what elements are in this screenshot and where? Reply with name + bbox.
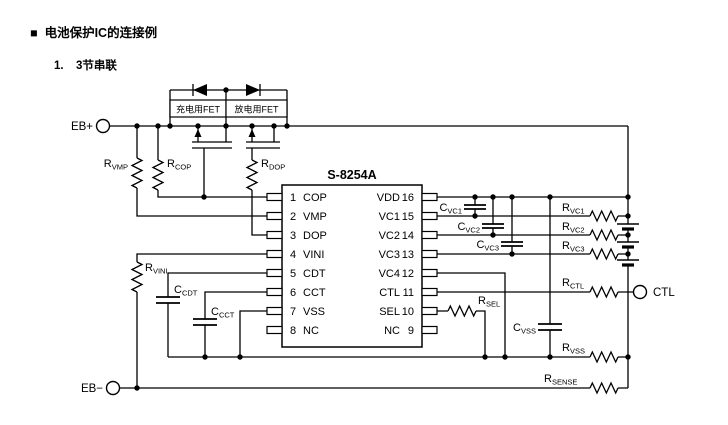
capacitors bbox=[156, 204, 562, 331]
capacitor-ccdt bbox=[156, 296, 180, 304]
eb-minus-terminal-icon bbox=[105, 380, 121, 396]
figure-title: ■电池保护IC的连接例 bbox=[30, 25, 157, 40]
ctl-terminal-label: CTL bbox=[653, 287, 675, 299]
capacitor-cvc2 bbox=[482, 223, 504, 229]
ic-name: S-8254A bbox=[327, 168, 376, 182]
resistor-rcop bbox=[152, 159, 164, 191]
wire-vss-pin bbox=[239, 310, 267, 357]
rvss-label: RVSS bbox=[562, 342, 585, 356]
ic-left-pin-stubs bbox=[266, 192, 283, 335]
body-diodes bbox=[192, 84, 261, 96]
rcop-label: RCOP bbox=[167, 158, 191, 172]
fet-label-boxes: 充电用FET 放电用FET bbox=[169, 99, 288, 118]
eb-plus-terminal: EB+ bbox=[71, 118, 111, 134]
diode-charge-icon bbox=[192, 84, 207, 96]
rvc1-label: RVC1 bbox=[562, 202, 585, 216]
resistor-rvc3 bbox=[589, 248, 619, 260]
rvc2-label: RVC2 bbox=[562, 221, 585, 235]
wire-cct-net bbox=[204, 291, 267, 357]
fet-arrows bbox=[194, 129, 256, 137]
resistor-rvc2 bbox=[589, 229, 619, 241]
cvc2-label: CVC2 bbox=[457, 221, 480, 235]
capacitor-cvc1 bbox=[464, 204, 486, 210]
eb-minus-terminal: EB− bbox=[81, 380, 121, 396]
capacitor-cvc3 bbox=[501, 241, 523, 247]
wires bbox=[110, 89, 633, 389]
rsense-label: RSENSE bbox=[544, 373, 577, 387]
battery-stack bbox=[617, 223, 639, 267]
cvc1-label: CVC1 bbox=[439, 202, 462, 216]
eb-minus-label: EB− bbox=[81, 383, 103, 395]
capacitor-ccct bbox=[193, 318, 217, 326]
diode-discharge-icon bbox=[246, 84, 261, 96]
wire-sel-net bbox=[437, 310, 486, 357]
rvini-label: RVINI bbox=[145, 262, 168, 276]
rsel-label: RSEL bbox=[478, 295, 500, 309]
capacitor-cvss bbox=[538, 323, 562, 331]
eb-plus-terminal-icon bbox=[95, 118, 111, 134]
rvmp-label: RVMP bbox=[104, 158, 128, 172]
resistor-rsel bbox=[447, 305, 477, 317]
discharge-fet-label: 放电用FET bbox=[235, 104, 280, 115]
junction-dots bbox=[134, 87, 631, 391]
cvss-label: CVSS bbox=[513, 322, 536, 336]
battery-cell-2 bbox=[617, 241, 639, 249]
wire-cdt-net bbox=[167, 272, 267, 357]
battery-cell-1 bbox=[617, 223, 639, 231]
ctl-terminal: CTL bbox=[632, 284, 675, 300]
resistor-rvmp bbox=[131, 157, 143, 189]
figure-subtitle: 1.3节串联 bbox=[54, 58, 117, 72]
ccdt-label: CCDT bbox=[174, 284, 198, 298]
rvc3-label: RVC3 bbox=[562, 240, 585, 254]
ctl-terminal-icon bbox=[632, 284, 648, 300]
charge-fet-label: 充电用FET bbox=[176, 104, 221, 115]
rctl-label: RCTL bbox=[562, 277, 584, 291]
fet1-arrow-icon bbox=[194, 129, 202, 137]
ic-body bbox=[281, 184, 423, 348]
ic-right-pin-stubs bbox=[421, 192, 438, 335]
resistor-rctl bbox=[589, 286, 619, 298]
resistor-rdop bbox=[246, 159, 258, 191]
terminals: EB+ EB− CTL bbox=[71, 118, 675, 396]
component-labels: RVMP RCOP RDOP RVINI CCDT CCCT CVC1 CVC2… bbox=[104, 158, 585, 387]
ccct-label: CCCT bbox=[211, 306, 235, 320]
fet2-arrow-icon bbox=[248, 129, 256, 137]
wire-vc4-net bbox=[437, 272, 506, 357]
wire-cop-net bbox=[157, 126, 267, 198]
resistor-rvc1 bbox=[589, 210, 619, 222]
rdop-label: RDOP bbox=[261, 158, 285, 172]
discharge-fet-box bbox=[225, 99, 288, 118]
resistor-rvini bbox=[131, 261, 143, 293]
wire-vini-net bbox=[136, 253, 267, 388]
cvc3-label: CVC3 bbox=[476, 239, 499, 253]
eb-plus-label: EB+ bbox=[71, 121, 93, 133]
title-bullet-icon: ■ bbox=[30, 26, 38, 40]
resistor-rsense bbox=[589, 382, 619, 394]
battery-cell-3 bbox=[617, 259, 639, 267]
resistor-rvss bbox=[589, 351, 619, 363]
wire-vmp-net bbox=[136, 126, 267, 217]
